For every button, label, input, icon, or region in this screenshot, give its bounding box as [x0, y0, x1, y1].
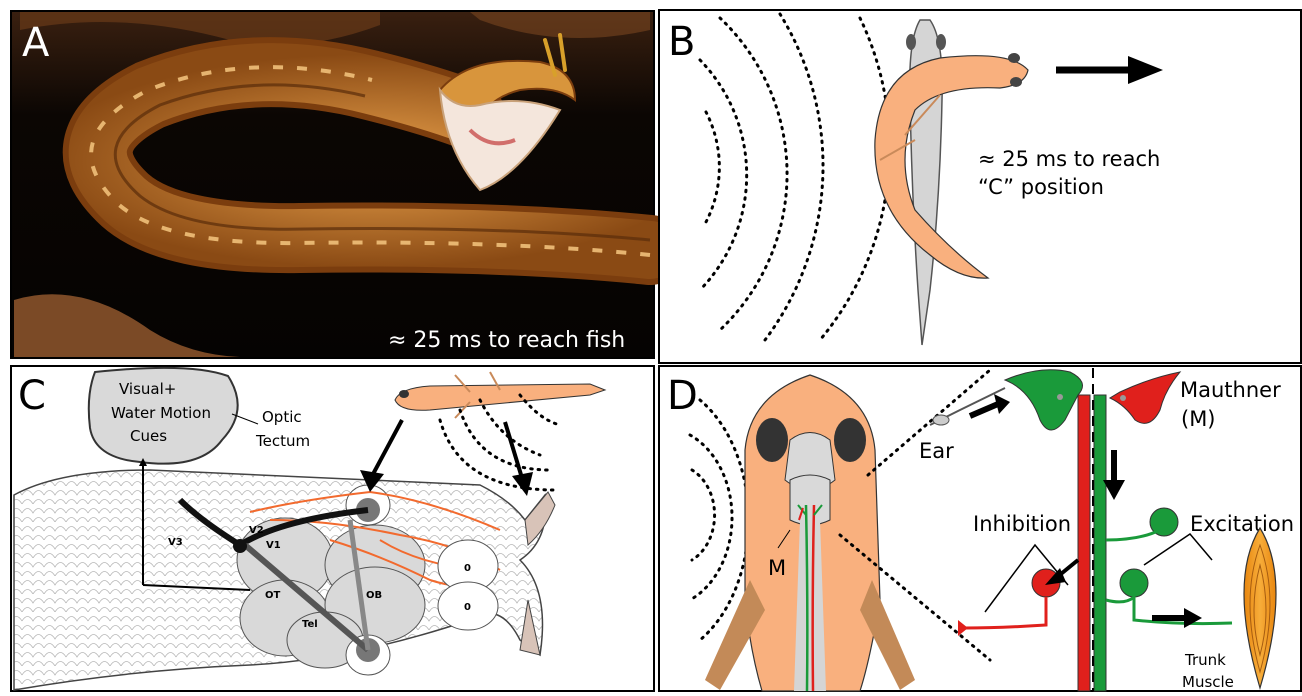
panel-d-letter: D: [667, 373, 698, 419]
panel-b-letter: B: [668, 19, 695, 65]
panel-a-caption: ≈ 25 ms to reach fish: [388, 328, 625, 353]
label-tel: Tel: [302, 619, 318, 630]
label-v1: V1: [266, 540, 281, 551]
panel-a: A ≈ 25 ms to reach fish: [11, 11, 654, 358]
excitation-label: Excitation: [1190, 512, 1294, 536]
optic-label-1: Optic: [262, 408, 302, 426]
label-ob: OB: [366, 590, 382, 601]
muscle-label: Muscle: [1182, 673, 1234, 691]
mauthner-label-1: Mauthner: [1180, 378, 1281, 402]
label-ot: OT: [265, 590, 281, 601]
mauthner-label-2: (M): [1181, 407, 1216, 431]
panel-b-caption-1: ≈ 25 ms to reach: [978, 147, 1160, 171]
spinal-cord: [1078, 368, 1106, 691]
label-v3: V3: [168, 537, 183, 548]
ear-label: Ear: [919, 439, 954, 463]
inhibition-label: Inhibition: [973, 512, 1071, 536]
panel-d: D M: [659, 366, 1301, 691]
trunk-label: Trunk: [1184, 651, 1226, 669]
panel-b: B ≈ 25 ms to reach “C” position: [659, 10, 1301, 363]
cloud-text-3: Cues: [130, 427, 167, 445]
label-v2: V2: [249, 525, 264, 536]
m-label: M: [768, 556, 786, 580]
panel-b-caption-2: “C” position: [978, 175, 1104, 199]
optic-label-2: Tectum: [255, 432, 310, 450]
panel-a-letter: A: [22, 20, 50, 66]
excitatory-neuron-lower: [1120, 569, 1148, 597]
label-o-lower: 0: [464, 602, 471, 613]
panel-c-letter: C: [18, 373, 46, 419]
cloud-text-2: Water Motion: [111, 404, 211, 422]
panel-c: C Visual+ Water Motion Cues Optic Tectum: [11, 366, 654, 691]
cloud-text-1: Visual+: [119, 380, 176, 398]
label-o-upper: 0: [464, 563, 471, 574]
